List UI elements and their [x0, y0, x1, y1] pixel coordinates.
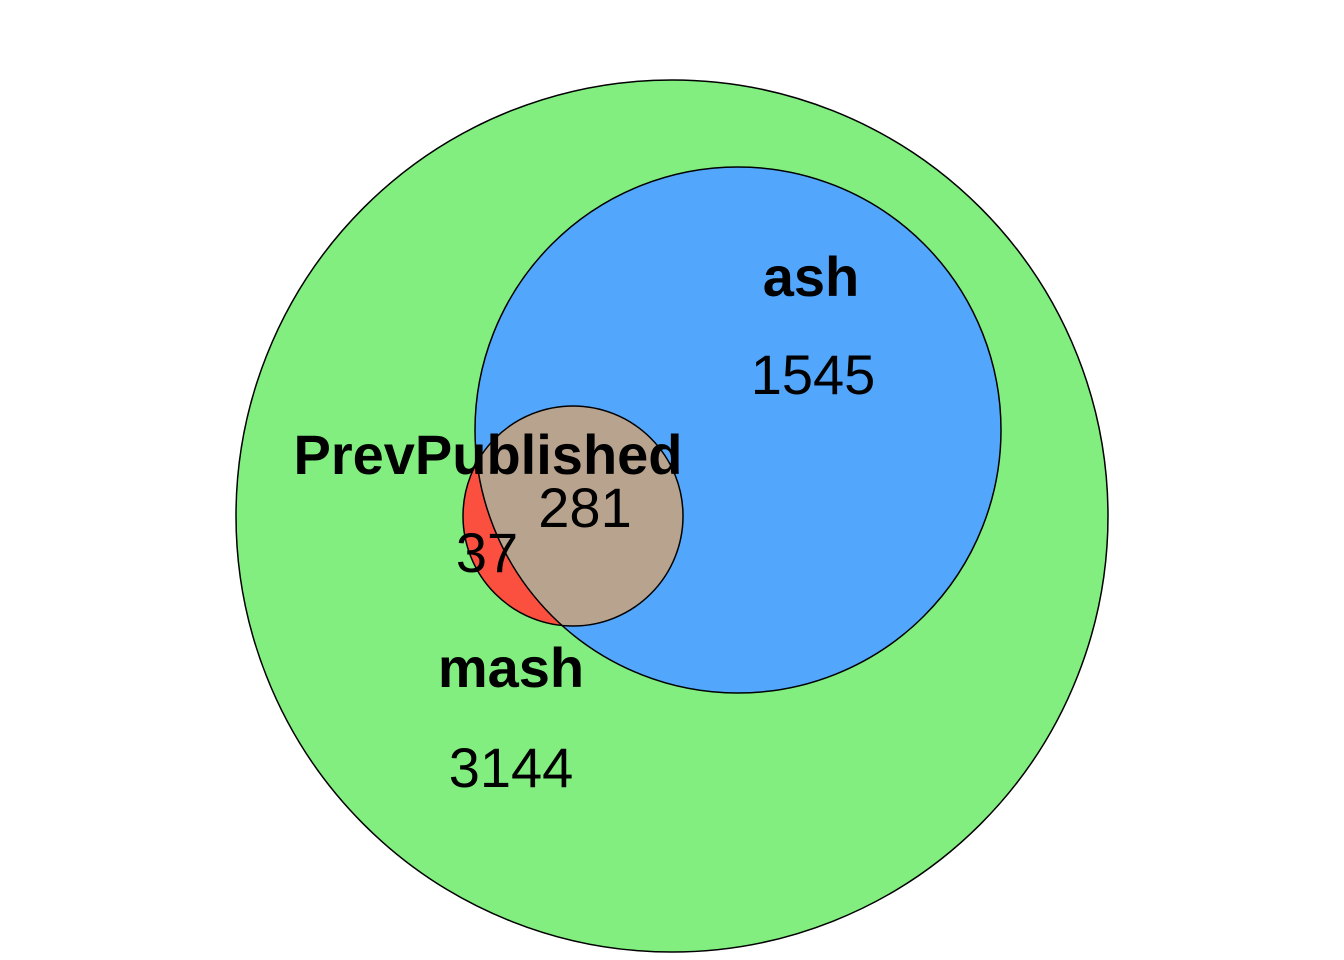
prevpublished-ash-overlap [475, 406, 683, 626]
ash-count: 1545 [751, 343, 876, 406]
mash-count: 3144 [449, 736, 574, 799]
overlap-count: 281 [538, 476, 631, 539]
prevpublished-outline [462, 405, 684, 627]
prevpublished-label: PrevPublished [293, 423, 682, 486]
ash-label: ash [763, 245, 860, 308]
prevpublished-count: 37 [456, 521, 518, 584]
mash-label: mash [438, 636, 584, 699]
